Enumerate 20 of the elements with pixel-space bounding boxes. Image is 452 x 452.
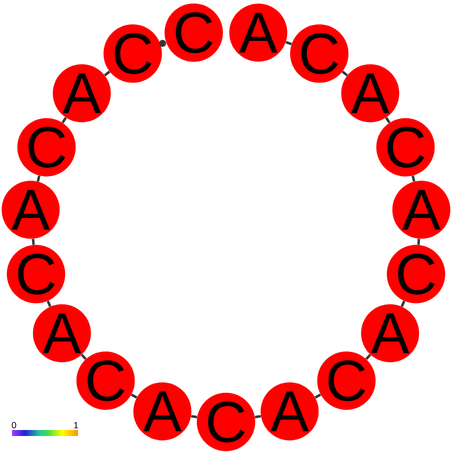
backbone-line: [32, 238, 35, 245]
backbone-line: [130, 394, 138, 399]
backbone-line: [254, 414, 262, 418]
backbone-line: [46, 300, 52, 307]
backbone-line: [159, 40, 166, 47]
scale-label: 1: [74, 422, 78, 428]
backbone-line: [417, 238, 420, 245]
backbone-line: [412, 175, 416, 182]
backbone-line: [342, 70, 348, 76]
backbone-line: [365, 354, 372, 360]
scale-label: 0: [12, 422, 16, 428]
backbone-line: [80, 354, 87, 360]
backbone-line: [62, 117, 67, 124]
backbone-line: [36, 175, 41, 182]
backbone-line: [104, 70, 110, 76]
backbone-line: [385, 117, 390, 124]
backbone-line: [190, 414, 198, 418]
backbone-line: [285, 40, 292, 46]
backbone-line: [400, 300, 406, 307]
backbone-line: [314, 394, 322, 399]
